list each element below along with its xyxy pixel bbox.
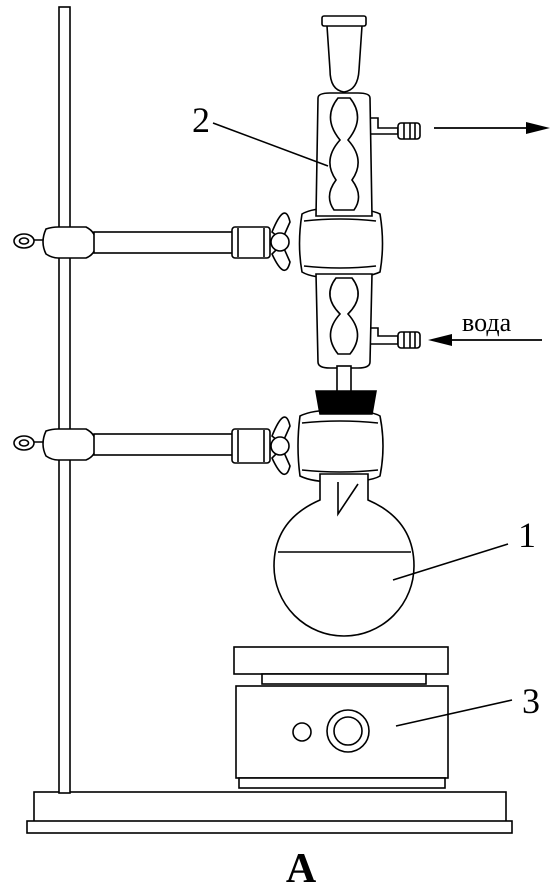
leader-line-2 bbox=[212, 122, 329, 167]
leader-line-1 bbox=[392, 543, 509, 581]
hot-plate bbox=[233, 646, 449, 789]
water-in-arrow bbox=[428, 334, 542, 346]
leader-line-3 bbox=[395, 699, 513, 727]
figure-label: А bbox=[286, 846, 317, 892]
water-out-arrow bbox=[434, 122, 550, 134]
label-heater: 3 bbox=[522, 681, 540, 721]
stand-rod bbox=[58, 6, 71, 794]
reflux-condenser bbox=[315, 15, 421, 393]
label-condenser: 2 bbox=[192, 100, 210, 140]
label-flask: 1 bbox=[518, 515, 536, 555]
stand-base bbox=[26, 791, 513, 834]
rubber-stopper bbox=[315, 390, 377, 415]
round-bottom-flask bbox=[273, 473, 415, 637]
upper-clamp bbox=[13, 207, 384, 279]
lower-clamp bbox=[13, 409, 384, 483]
label-water: вода bbox=[462, 308, 512, 337]
